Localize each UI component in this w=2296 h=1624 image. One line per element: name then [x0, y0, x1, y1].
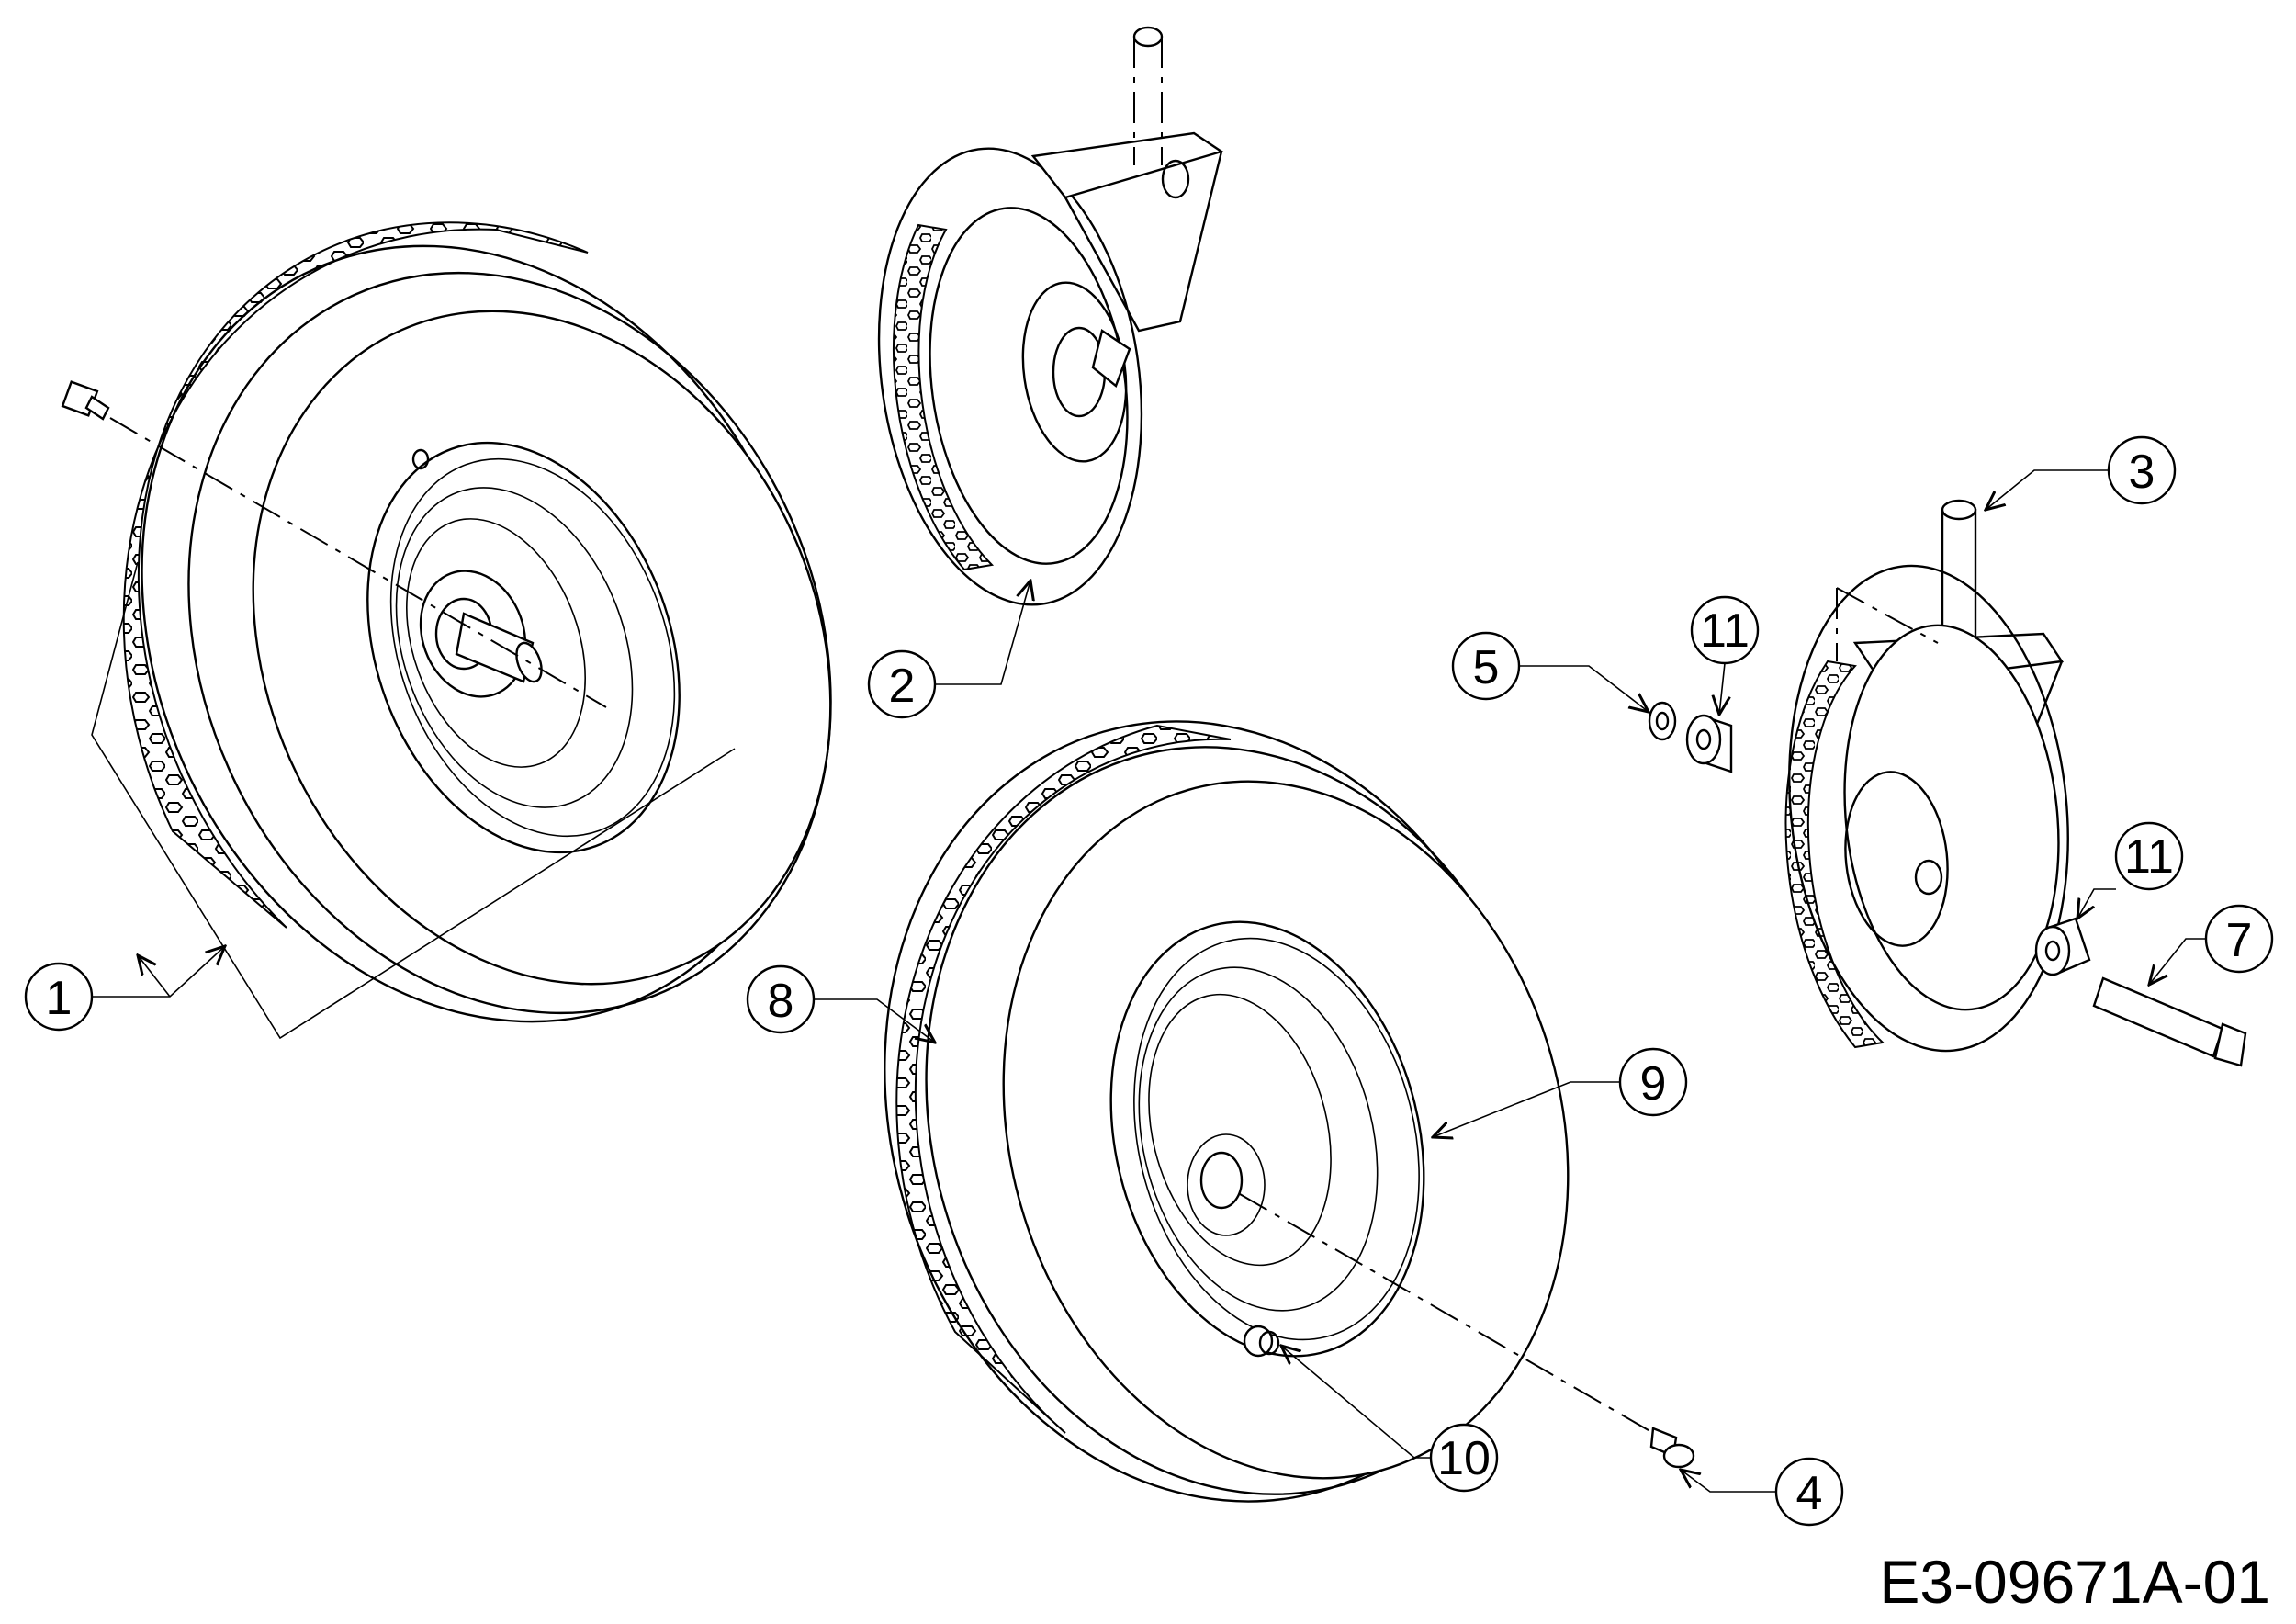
callout-11a-label: 11 [1700, 604, 1750, 658]
spacer-part-5 [1648, 701, 1677, 741]
wheel-part-8 [884, 720, 1654, 1503]
callout-3[interactable]: 3 [1986, 435, 2177, 510]
caster-part-2 [877, 26, 1224, 606]
callout-11b-label: 11 [2124, 830, 2174, 884]
callout-2-label: 2 [889, 660, 916, 713]
callout-7-label: 7 [2226, 914, 2253, 967]
callout-11-lower[interactable]: 11 [2077, 821, 2184, 919]
bolt-part-7 [2092, 976, 2247, 1067]
bolt-icon [61, 380, 110, 421]
callout-9-label: 9 [1640, 1057, 1667, 1111]
callout-3-label: 3 [2129, 445, 2155, 499]
callout-2[interactable]: 2 [867, 581, 1030, 719]
callout-8[interactable]: 8 [746, 964, 935, 1043]
callout-4-label: 4 [1796, 1467, 1823, 1520]
callout-5-label: 5 [1473, 641, 1500, 694]
callout-11-upper[interactable]: 11 [1690, 595, 1760, 715]
callout-10-label: 10 [1437, 1432, 1491, 1485]
wheel-part-1 [61, 221, 832, 1040]
drawing-code: E3-09671A-01 [1879, 1548, 2270, 1616]
valve-part-10 [1243, 1325, 1280, 1358]
wheel-8-rim [1109, 920, 1425, 1358]
callout-4[interactable]: 4 [1681, 1457, 1844, 1527]
callout-5[interactable]: 5 [1451, 631, 1649, 712]
callout-9[interactable]: 9 [1433, 1047, 1688, 1137]
bolt-part-4 [1649, 1427, 1695, 1469]
callout-10[interactable]: 10 [1281, 1346, 1499, 1493]
callout-8-label: 8 [768, 975, 794, 1028]
callout-7[interactable]: 7 [2149, 904, 2274, 985]
callout-1-label: 1 [46, 972, 73, 1025]
callout-1[interactable]: 1 [24, 946, 225, 1032]
caster-part-3 [1784, 499, 2069, 1053]
bushing-part-11-left [1685, 714, 1733, 773]
bushing-part-11-right [2034, 917, 2091, 976]
